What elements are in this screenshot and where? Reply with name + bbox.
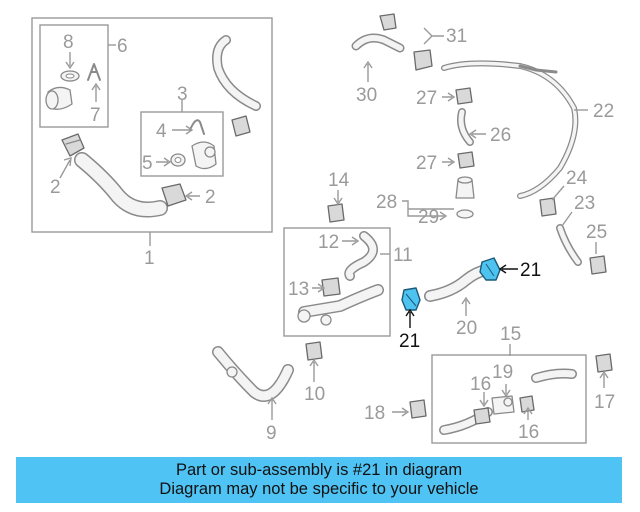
parts-diagram: 8 6 7 2 3 4 5 2 1 31 30 27 22 26 27 28 2… — [31, 13, 615, 444]
part-6-elbow — [45, 86, 73, 110]
callout-1: 1 — [144, 248, 155, 269]
part-12-hose — [344, 231, 378, 281]
part-24-clamp — [539, 197, 557, 217]
callout-3: 3 — [177, 84, 188, 105]
part-19-housing — [491, 395, 515, 415]
part-21-clamp-left[interactable] — [401, 287, 421, 311]
callout-8: 8 — [63, 32, 74, 53]
part-27-clamp-lower — [457, 151, 475, 169]
part-4-bracket — [189, 119, 205, 135]
callout-17: 17 — [594, 392, 615, 413]
callout-20: 20 — [456, 318, 477, 339]
part-1-hose — [74, 152, 168, 218]
part-8-seal — [60, 70, 80, 82]
banner-line-1: Part or sub-assembly is #21 in diagram — [175, 461, 463, 479]
part-23-hose — [556, 224, 582, 266]
callout-14: 14 — [328, 170, 350, 191]
part-2-clamp-lower — [161, 183, 187, 207]
part-21-clamp-right[interactable] — [479, 257, 501, 281]
group-box-6 — [39, 24, 109, 128]
callout-28: 28 — [376, 192, 397, 213]
part-14-clamp — [327, 203, 345, 223]
callout-30: 30 — [356, 85, 377, 106]
part-26-hose — [457, 108, 474, 146]
part-28-fitting — [455, 176, 475, 199]
callout-5: 5 — [142, 153, 153, 174]
callout-4: 4 — [156, 121, 167, 142]
part-17-clamp — [595, 353, 613, 373]
part-25-clamp — [589, 255, 607, 275]
callout-31: 31 — [446, 26, 467, 47]
part-10-clamp — [305, 341, 323, 361]
callout-2-lower: 2 — [205, 187, 216, 208]
callout-9: 9 — [266, 423, 277, 444]
callout-26: 26 — [490, 125, 511, 146]
part-29-oring — [456, 209, 474, 219]
part-13-clamp — [321, 277, 341, 297]
callout-24: 24 — [566, 168, 588, 189]
callout-25: 25 — [586, 222, 607, 243]
part-20-hose — [424, 264, 492, 302]
group-box-11 — [283, 227, 391, 337]
callout-2-upper: 2 — [50, 177, 61, 198]
callout-21-right[interactable]: 21 — [520, 260, 541, 281]
part-16-clamp-b — [519, 395, 535, 413]
callout-21-left[interactable]: 21 — [399, 331, 420, 352]
part-31-clamp-a — [379, 13, 397, 31]
part-7-bracket — [87, 63, 101, 81]
part-5-oring — [170, 153, 186, 167]
callout-29: 29 — [418, 207, 439, 228]
part-9-pipe — [212, 346, 294, 402]
callout-16-right: 16 — [518, 422, 539, 443]
part-27-clamp-upper — [455, 87, 473, 105]
part-2-clamp-upper — [61, 133, 85, 157]
callout-16-left: 16 — [470, 374, 491, 395]
callout-7: 7 — [90, 105, 101, 126]
callout-15: 15 — [500, 324, 521, 345]
callout-18: 18 — [364, 403, 385, 424]
callout-19: 19 — [492, 362, 513, 383]
part-22-pipe — [441, 60, 579, 199]
callout-22: 22 — [593, 101, 614, 122]
callout-6: 6 — [117, 36, 128, 57]
banner-line-2: Diagram may not be specific to your vehi… — [159, 480, 479, 498]
callout-labels: 8 6 7 2 3 4 5 2 1 31 30 27 22 26 27 28 2… — [50, 26, 615, 444]
part-18-clamp — [409, 399, 427, 419]
leader-lines — [59, 27, 609, 420]
part-16-clamp-a — [473, 407, 491, 425]
callout-27-lower: 27 — [416, 153, 437, 174]
callout-11: 11 — [393, 245, 413, 266]
part-30-hose — [351, 33, 405, 53]
callout-23: 23 — [574, 193, 595, 214]
group-box-1 — [31, 17, 273, 233]
callout-13: 13 — [288, 279, 309, 300]
callout-12: 12 — [318, 232, 339, 253]
part-pipe-top — [212, 35, 261, 137]
callout-27-upper: 27 — [416, 88, 437, 109]
group-box-15 — [431, 354, 587, 444]
callout-10: 10 — [304, 384, 325, 405]
part-3-housing — [191, 141, 217, 170]
info-banner: Part or sub-assembly is #21 in diagram D… — [16, 457, 622, 503]
part-11-pipe — [297, 284, 384, 326]
part-31-clamp-b — [413, 49, 433, 71]
